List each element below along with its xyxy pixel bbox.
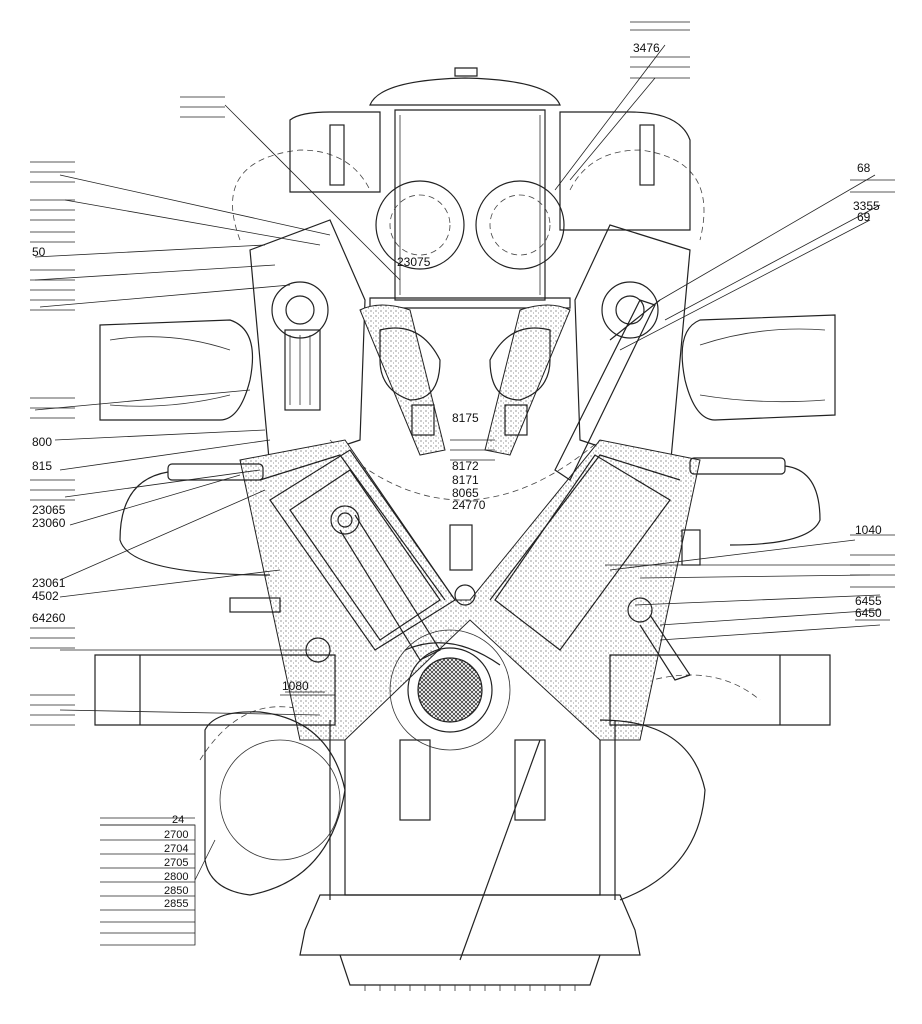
left-piston-assembly [269,449,456,661]
label-68: 68 [857,161,871,175]
table-value-7: 2855 [164,898,188,910]
exhaust-manifolds [99,314,836,421]
label-8175: 8175 [452,411,479,425]
label-8172: 8172 [452,459,479,473]
accessories [229,524,701,681]
label-8171: 8171 [452,473,479,487]
table-value-2: 2700 [164,829,188,841]
label-64260: 64260 [32,611,66,625]
label-4502: 4502 [32,589,59,603]
label-23060: 23060 [32,516,66,530]
table-value-1: 24 [172,814,184,826]
air-cleaner [369,67,561,301]
handwritten-callouts [30,21,895,726]
label-6450: 6450 [855,606,882,620]
label-23075: 23075 [397,255,431,269]
label-24770: 24770 [452,498,486,512]
label-3355: 3355 [853,199,880,213]
label-1080: 1080 [282,679,309,693]
right-piston-assembly [494,299,671,651]
label-8065: 8065 [452,486,479,500]
cam-covers [289,111,691,231]
label-1040: 1040 [855,523,882,537]
table-value-6: 2850 [164,885,188,897]
table-value-4: 2705 [164,857,188,869]
spark-plugs [119,457,821,576]
table-value-3: 2704 [164,843,188,855]
label-23065: 23065 [32,503,66,517]
table-value-5: 2800 [164,871,188,883]
cylinder-heads [249,219,691,471]
label-3476: 3476 [633,41,660,55]
label-50: 50 [32,245,46,259]
label-815: 815 [32,459,52,473]
part-number-labels: 3476 68 3355 69 23075 50 800 815 23065 2… [32,41,882,693]
label-6455: 6455 [855,594,882,608]
oil-sump [299,739,641,991]
crankshaft [389,584,511,751]
inlet-ports [359,304,571,456]
leader-lines [34,44,881,881]
label-23061: 23061 [32,576,66,590]
label-69: 69 [857,210,871,224]
parts-table: 24 2700 2704 2705 2800 2850 2855 [100,814,196,946]
carburettor-throats [369,180,571,309]
label-800: 800 [32,435,52,449]
